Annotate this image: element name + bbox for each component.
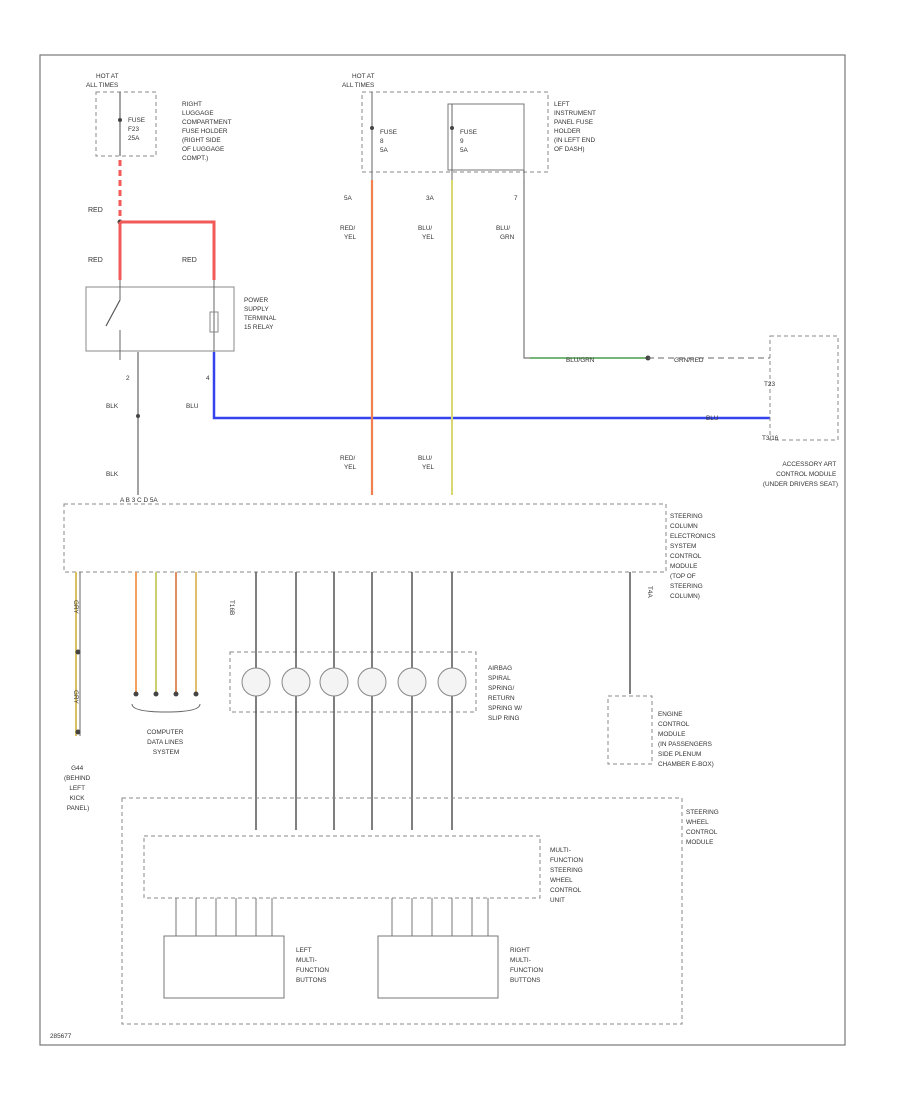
acc-pin2: T3/16 [762,435,779,442]
pin-3a-label: 3A [426,195,435,202]
gray-wire-label-2: GRY [72,690,79,704]
black-wire: BLK BLK [106,352,140,495]
steering-column-module: A B 3 C D 5A STEERING COLUMN ELECTRONICS… [63,497,717,615]
left-buttons-label: LEFT MULTI- FUNCTION BUTTONS [296,947,331,984]
red-left-label: RED [88,257,103,264]
blu-label: BLU [186,403,199,410]
steering-wheel-module: STEERING WHEEL CONTROL MODULE MULTI- FUN… [121,797,720,1025]
pin-7-label: 7 [514,195,518,202]
fuse-left-holder-label: RIGHT LUGGAGE COMPARTMENT FUSE HOLDER (R… [182,101,233,162]
gray-wire-label-1: GRY [72,600,79,614]
mf-unit-label: MULTI- FUNCTION STEERING WHEEL CONTROL U… [550,847,585,904]
accessory-module: T23 T3/16 ACCESSORY ART CONTROL MODULE (… [762,335,839,488]
red-right-label: RED [182,257,197,264]
airbag-label: AIRBAG SPIRAL SPRING/ RETURN SPRING W/ S… [488,665,524,722]
engine-module-box [607,695,653,765]
relay-box [85,286,235,352]
data-lines: COMPUTER DATA LINES SYSTEM [131,572,201,756]
blu-grn-label: BLU/GRN [496,225,515,241]
red-top-label: RED [88,207,103,214]
engine-module-label: ENGINE CONTROL MODULE (IN PASSENGERS SID… [658,711,714,768]
left-buttons-box [163,935,285,999]
red-wires: RED RED RED [88,160,216,280]
red-yel-label-2: RED/YEL [340,455,357,471]
diagram-border [39,54,846,1046]
blk-label-1: BLK [106,403,119,410]
airbag-spiral: AIRBAG SPIRAL SPRING/ RETURN SPRING W/ S… [229,572,524,830]
steering-wheel-box [121,797,683,1025]
mf-unit-box [143,835,541,899]
fuse-mid-holder-label: LEFT INSTRUMENT PANEL FUSE HOLDER (IN LE… [554,101,598,153]
right-buttons-box [377,935,499,999]
grn-red-label: GRN/RED [674,357,704,364]
right-buttons-label: RIGHT MULTI- FUNCTION BUTTONS [510,947,545,984]
airbag-box [229,651,477,713]
steering-column-label: STEERING COLUMN ELECTRONICS SYSTEM CONTR… [670,513,717,600]
steering-wheel-label: STEERING WHEEL CONTROL MODULE [686,809,720,846]
red-yel-label: RED/YEL [340,225,357,241]
vertical-wires: RED/YEL BLU/YEL BLU/GRN RED/YEL BLU/YEL … [340,180,770,495]
blue-wire: BLU BLU [186,352,770,422]
acc-module-label: ACCESSORY ART CONTROL MODULE (UNDER DRIV… [763,461,838,488]
acc-pin1: T23 [764,381,775,388]
relay: POWER SUPPLY TERMINAL 15 RELAY 2 4 [85,280,278,382]
blu-h-label: BLU [706,415,719,422]
steering-column-box [63,503,667,573]
engine-module: ENGINE CONTROL MODULE (IN PASSENGERS SID… [607,572,714,768]
ground-label: G44 (BEHIND LEFT KICK PANEL) [64,765,92,812]
blu-grn-h-label: BLU/GRN [566,357,595,364]
blu-yel-label: BLU/YEL [418,225,435,241]
data-lines-label: COMPUTER DATA LINES SYSTEM [147,729,185,756]
ground-wire: GRY GRY G44 (BEHIND LEFT KICK PANEL) [64,572,92,812]
steering-column-pin-left: T16B [228,600,235,615]
blu-yel-label-2: BLU/YEL [418,455,435,471]
blk-label-2: BLK [106,471,119,478]
relay-label: POWER SUPPLY TERMINAL 15 RELAY [244,297,278,331]
footer-id: 285677 [50,1033,72,1040]
pin-5a-label: 5A [344,195,353,202]
relay-pin-left: 2 [126,375,130,382]
fuse-mid-box [361,91,549,173]
fuse-left-box [95,91,157,157]
steering-column-top-pins: A B 3 C D 5A [120,497,158,504]
relay-pin-right: 4 [206,375,210,382]
accessory-module-box [769,335,839,441]
steering-column-pin-right: T4A [646,586,653,598]
